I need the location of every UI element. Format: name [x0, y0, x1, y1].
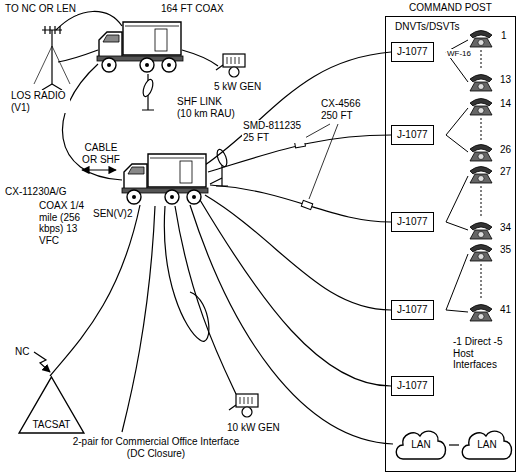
node-label: J-1077: [397, 304, 428, 316]
generator: [216, 54, 245, 77]
link-arrow: [82, 169, 116, 170]
lan-cloud: LAN: [393, 426, 449, 464]
satellite-terminal: TACSAT: [18, 376, 85, 434]
junction-box: J-1077: [391, 212, 434, 232]
lan-cloud: LAN: [459, 426, 515, 464]
field-wires: [50, 52, 393, 444]
area-heading: COMMAND POST: [385, 0, 516, 14]
cable-label: COAX 1/4 mile (256 kbps) 13 VFC: [38, 200, 90, 246]
switch-truck: [122, 154, 208, 204]
interface-note: 2-pair for Commercial Office Interface (…: [70, 436, 242, 459]
coax-cable: [58, 50, 98, 62]
link-label: CABLE OR SHF: [80, 142, 122, 165]
junction-box: J-1077: [391, 376, 434, 396]
equipment-label: LOS RADIO (V1): [10, 90, 70, 113]
equipment-label: 10 kW GEN: [226, 422, 281, 434]
cable-label: SMD-811235 25 FT: [242, 120, 306, 143]
callout-number: 34: [499, 222, 512, 234]
node-label: J-1077: [397, 380, 428, 392]
node-label: J-1077: [397, 216, 428, 228]
callout-number: 14: [499, 98, 512, 110]
command-post-area: COMMAND POSTJ-1077J-1077J-1077J-1077J-10…: [385, 0, 516, 472]
node-label: TACSAT: [32, 419, 70, 431]
link-label: SHF LINK (10 km RAU): [176, 96, 238, 119]
callout-number: 41: [499, 304, 512, 316]
equipment-label: 5 kW GEN: [213, 81, 262, 93]
power-cable: [182, 50, 218, 66]
junction-box: J-1077: [391, 300, 434, 320]
radio-truck: [97, 22, 183, 72]
area-border: [385, 16, 516, 472]
cable-label: 164 FT COAX: [160, 3, 225, 15]
interface-note: -1 Direct -5 Host Interfaces: [452, 336, 514, 371]
shf-dish: [141, 74, 155, 110]
callout-number: 27: [499, 166, 512, 178]
radio-link-bolt: [34, 352, 50, 372]
terminal-group-label: DNVTs/DSVTs: [394, 21, 460, 33]
equipment-label: SEN(V)2: [92, 208, 133, 220]
callout-number: 1: [500, 30, 508, 42]
generator: [229, 394, 258, 417]
destination-note: TO NC OR LEN: [4, 3, 77, 15]
junction-box: J-1077: [391, 42, 434, 62]
coax-cable: [62, 64, 122, 180]
los-antenna: [34, 26, 70, 90]
connector-line: [449, 444, 459, 445]
cable-label: CX-4566 250 FT: [320, 98, 370, 121]
destination-note: NC: [14, 346, 30, 358]
callout-number: 13: [499, 74, 512, 86]
node-label: J-1077: [397, 46, 428, 58]
wire-label: WF-16: [446, 49, 472, 58]
callout-number: 35: [499, 244, 512, 256]
cable-label: CX-11230A/G: [4, 186, 68, 198]
node-label: LAN: [411, 439, 430, 451]
phone-wires: [446, 40, 481, 312]
callout-number: 26: [499, 144, 512, 156]
telephone-set: [470, 31, 492, 322]
junction-box: J-1077: [391, 125, 434, 145]
node-label: J-1077: [397, 129, 428, 141]
node-label: LAN: [477, 439, 496, 451]
